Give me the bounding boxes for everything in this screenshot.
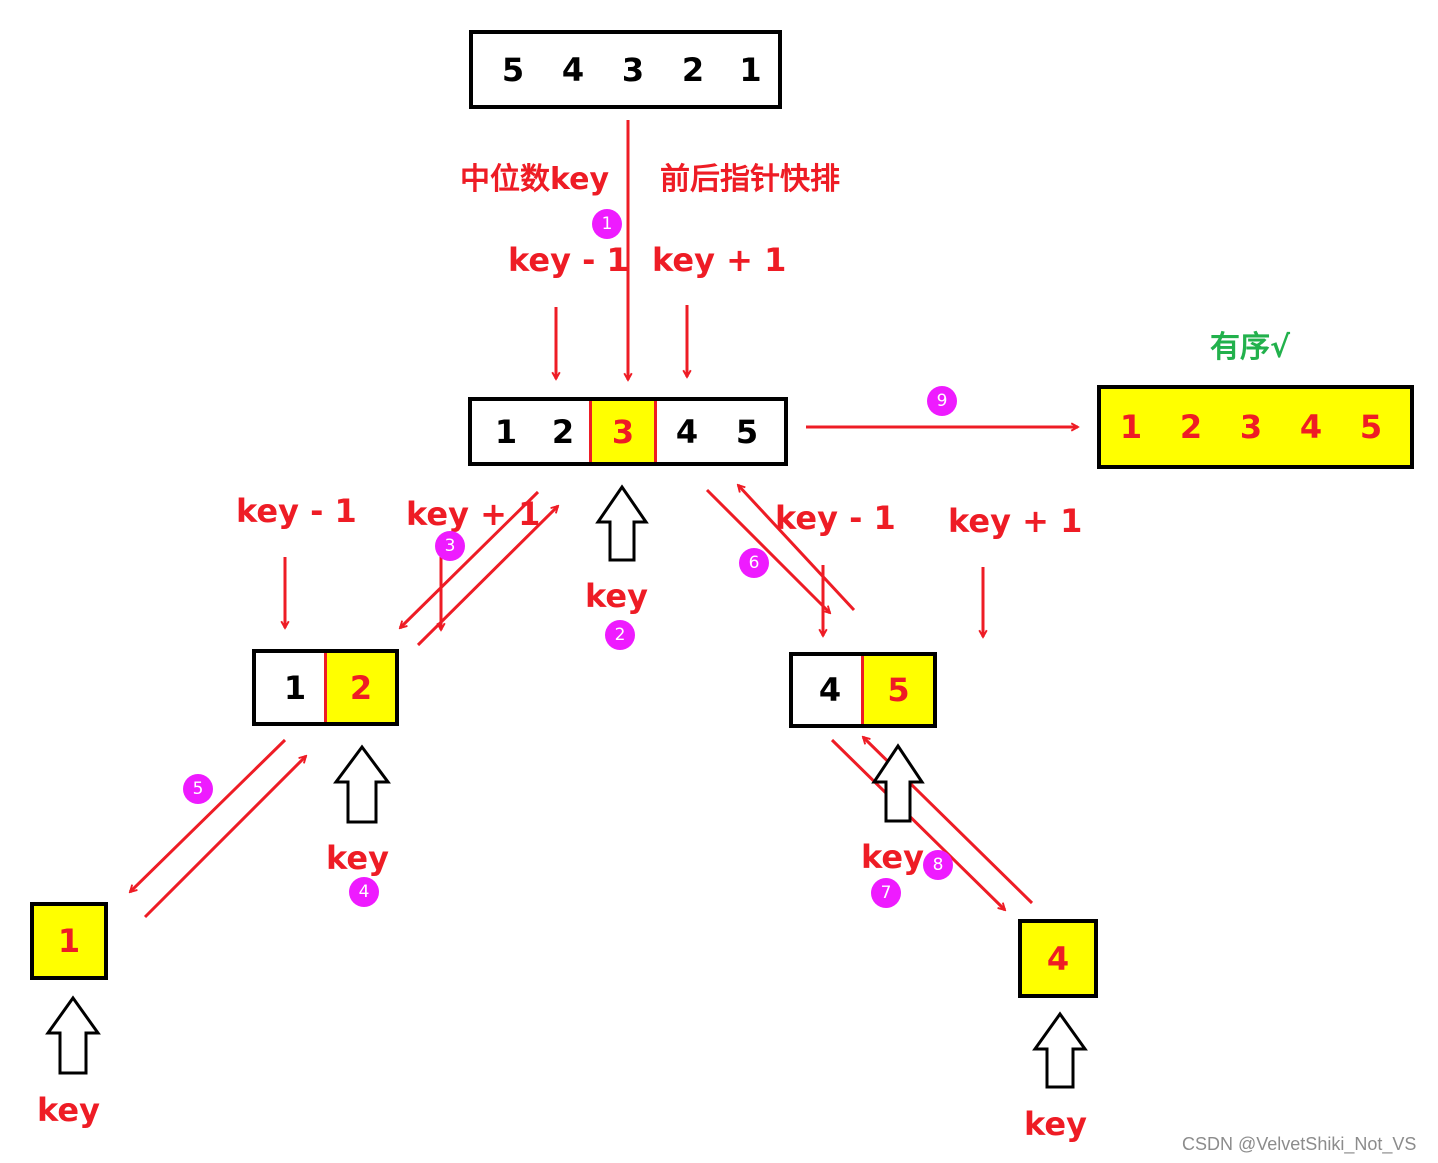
arrow-up-from-right-pair (738, 485, 856, 612)
partition-cell: 4 (675, 412, 699, 451)
step-marker-3: 3 (435, 531, 465, 561)
partition-key-cell: 3 (592, 401, 654, 462)
key-pointer-leaf-4-icon (1032, 1011, 1088, 1089)
left-subarray-divider (324, 653, 327, 722)
watermark: CSDN @VelvetShiki_Not_VS (1182, 1134, 1417, 1154)
step-marker-8: 8 (923, 850, 953, 880)
key-pointer-leaf-1-icon (45, 995, 101, 1075)
right-subarray-key-cell: 5 (864, 656, 933, 724)
arrow-down-to-left-pair (400, 490, 540, 628)
root-array: 5 4 3 2 1 (469, 30, 782, 109)
right-subarray-divider (861, 656, 864, 724)
step-marker-7: 7 (871, 878, 901, 908)
arrow-up-from-left-pair (416, 506, 558, 647)
step-marker-4: 4 (349, 877, 379, 907)
key-label-right-pair: key (861, 838, 924, 876)
right-subarray-cell: 4 (818, 671, 842, 709)
left-subarray-key-cell: 2 (327, 653, 395, 722)
key-minus-1-label-right: key - 1 (775, 499, 896, 537)
arrow-down-to-leaf-4 (830, 738, 1005, 910)
partition-divider (654, 401, 657, 462)
key-label-mid: key (585, 577, 648, 615)
root-cell: 3 (621, 50, 645, 89)
median-key-label: 中位数key (460, 162, 610, 197)
key-label-left-pair: key (326, 839, 389, 877)
arrow-up-from-leaf-1 (143, 756, 306, 919)
key-plus-1-label-top: key + 1 (652, 241, 787, 279)
step-marker-5: 5 (183, 774, 213, 804)
partitioned-array: 1 2 3 4 5 (468, 397, 788, 466)
arrow-down-to-right-pair (705, 488, 830, 613)
leaf-right: 4 (1018, 919, 1098, 998)
left-subarray: 1 2 (252, 649, 399, 726)
partition-cell: 1 (494, 412, 518, 451)
step-marker-9: 9 (927, 386, 957, 416)
step-marker-2: 2 (605, 620, 635, 650)
root-cell: 4 (561, 50, 585, 89)
result-cell: 5 (1359, 408, 1383, 446)
key-label-leaf-1: key (37, 1091, 100, 1129)
sorted-result-array: 1 2 3 4 5 (1097, 385, 1414, 469)
key-pointer-left-pair-icon (333, 744, 391, 824)
right-subarray: 4 5 (789, 652, 937, 728)
arrow-down-to-leaf-1 (130, 738, 287, 892)
step-marker-1: 1 (592, 209, 622, 239)
two-pointer-quicksort-label: 前后指针快排 (660, 162, 840, 197)
key-plus-1-label-left: key + 1 (406, 495, 541, 533)
leaf-right-cell: 4 (1046, 939, 1070, 978)
result-cell: 4 (1299, 408, 1323, 446)
root-cell: 2 (681, 50, 705, 89)
key-plus-1-label-right: key + 1 (948, 502, 1083, 540)
partition-cell: 5 (735, 412, 759, 451)
sorted-label: 有序√ (1210, 330, 1291, 365)
key-label-leaf-4: key (1024, 1105, 1087, 1143)
key-pointer-right-pair-icon (871, 743, 925, 823)
key-pointer-mid-icon (595, 484, 649, 562)
step-marker-6: 6 (739, 548, 769, 578)
leaf-left-cell: 1 (57, 922, 81, 960)
result-cell: 1 (1119, 408, 1143, 446)
partition-cell: 2 (551, 412, 575, 451)
result-cell: 3 (1239, 408, 1263, 446)
partition-divider (589, 401, 592, 462)
root-cell: 1 (739, 50, 762, 89)
key-minus-1-label-left: key - 1 (236, 492, 357, 530)
key-minus-1-label-top: key - 1 (508, 241, 629, 279)
left-subarray-cell: 1 (283, 668, 307, 707)
leaf-left: 1 (30, 902, 108, 980)
root-cell: 5 (501, 50, 525, 89)
result-cell: 2 (1179, 408, 1203, 446)
